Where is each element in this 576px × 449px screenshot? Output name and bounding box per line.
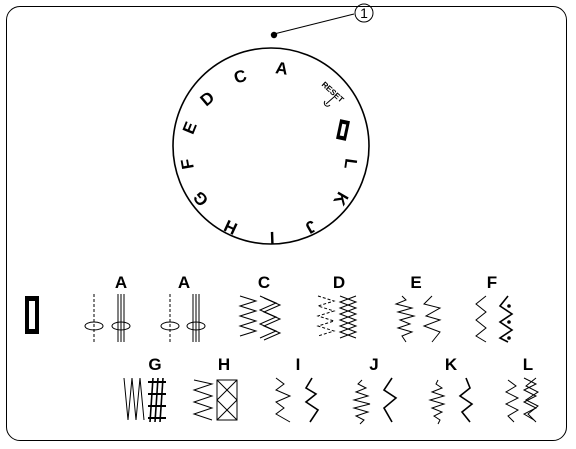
pattern-label-a2: A [178, 273, 190, 292]
pattern-label-g: G [148, 355, 161, 374]
pattern-a1-stitch-icon [84, 294, 131, 342]
dial-letter-c: C [232, 66, 250, 88]
pattern-label-d: D [333, 273, 345, 292]
dial-letter-h: H [221, 216, 240, 238]
pattern-c-stitch-icon [238, 295, 282, 341]
pattern-j-stitch-icon [352, 377, 398, 425]
dial-letter-j: J [302, 216, 320, 237]
pattern-label-c: C [258, 273, 270, 292]
pattern-label-l: L [523, 355, 533, 374]
dial-letter-a: A [274, 58, 289, 79]
diagram-frame [6, 6, 567, 441]
pattern-label-j: J [369, 355, 378, 374]
dial-reset-label: RESET [320, 80, 346, 105]
pattern-l-stitch-icon [504, 377, 539, 423]
pattern-label-f: F [487, 273, 497, 292]
pattern-selector-dial[interactable]: A C D E F G H I J K L RESET [172, 47, 370, 247]
pattern-d-stitch-icon [316, 295, 358, 339]
dial-letter-d: D [197, 88, 219, 110]
pattern-a2-stitch-icon [160, 294, 206, 342]
pattern-h-stitch-icon [192, 379, 238, 421]
dial-letter-i: I [269, 228, 274, 247]
dial-outline [172, 47, 370, 245]
pattern-label-k: K [445, 355, 458, 374]
dial-letter-l: L [340, 157, 360, 170]
dial-letter-e: E [179, 119, 201, 137]
pattern-k-stitch-icon [428, 377, 474, 425]
pattern-label-a1: A [115, 273, 127, 292]
pattern-g-stitch-icon [123, 377, 166, 423]
dial-letter-g: G [189, 187, 212, 209]
dial-letter-f: F [177, 157, 198, 171]
pattern-label-e: E [410, 273, 421, 292]
pattern-e-stitch-icon [394, 295, 442, 343]
straight-stitch-indicator-icon [25, 296, 39, 334]
pattern-label-h: H [218, 355, 230, 374]
pattern-i-stitch-icon [275, 377, 320, 423]
reset-arrow-icon [323, 96, 335, 107]
callout-number: 1 [360, 5, 368, 21]
callout-1: 1 [270, 3, 374, 39]
pattern-f-stitch-icon [475, 295, 514, 343]
pattern-label-i: I [296, 355, 301, 374]
